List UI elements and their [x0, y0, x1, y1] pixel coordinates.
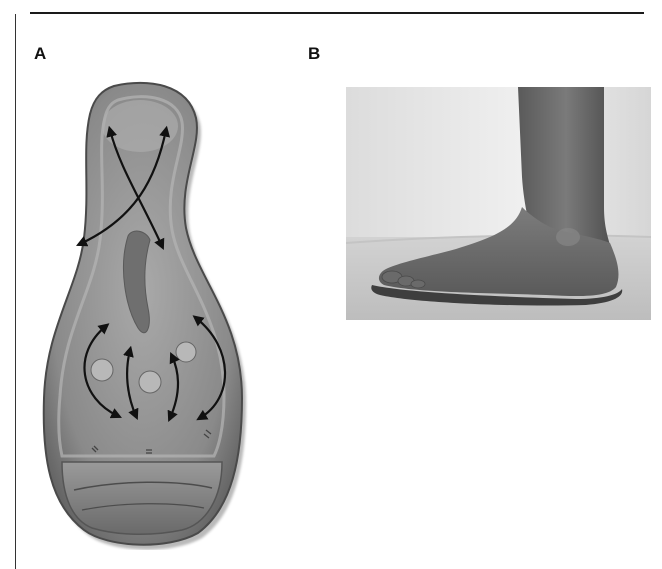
panel-b-label: B	[308, 44, 320, 64]
top-rule	[30, 12, 644, 14]
metatarsal-bump-2	[139, 371, 161, 393]
metatarsal-bump-1	[91, 359, 113, 381]
foot-photo-svg	[346, 87, 651, 320]
insole-svg	[28, 78, 260, 550]
photo-wall	[346, 87, 651, 247]
panel-a-label: A	[34, 44, 46, 64]
metatarsal-bump-3	[176, 342, 196, 362]
foot-photo	[346, 87, 651, 320]
ankle-bone	[556, 228, 580, 246]
left-rule	[15, 14, 16, 569]
insole-illustration	[28, 78, 260, 550]
